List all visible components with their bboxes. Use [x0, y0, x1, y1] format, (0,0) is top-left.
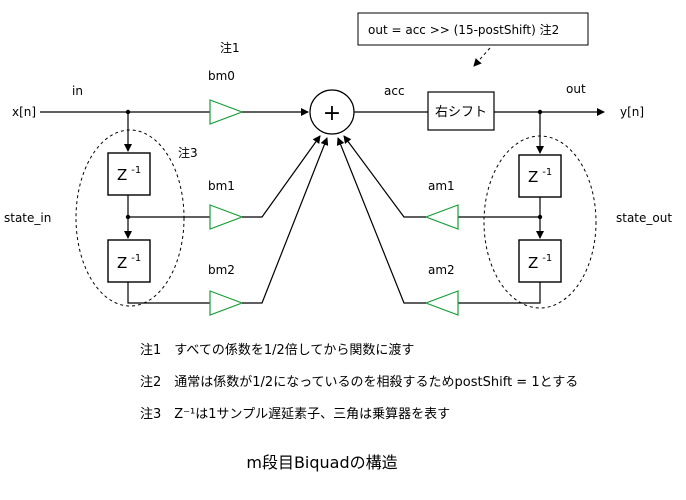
am1-to-adder — [343, 135, 426, 218]
acc-label: acc — [384, 84, 405, 98]
shift-box — [427, 91, 495, 131]
am2-label: am2 — [428, 263, 455, 277]
am1-multiplier — [424, 204, 459, 230]
am2-multiplier — [424, 290, 459, 316]
input-label-xn: x[n] — [12, 105, 36, 119]
shift-box-label: 右シフト — [435, 105, 487, 120]
state-in-group — [75, 129, 185, 307]
bm1-to-adder — [242, 135, 321, 218]
delay-left-2-label: Z-1 — [117, 253, 141, 272]
out-label: out — [566, 82, 586, 96]
bm0-label: bm0 — [208, 69, 235, 83]
note3-mark: 注3 — [178, 145, 198, 160]
output-label-yn: y[n] — [620, 105, 644, 119]
note-3: 注3 Z⁻¹は1サンプル遅延素子、三角は乗算器を表す — [140, 407, 450, 422]
note1-mark: 注1 — [220, 40, 240, 55]
bm0-multiplier — [209, 99, 244, 125]
delay-left-2 — [107, 239, 151, 283]
delay-right-1 — [518, 154, 562, 198]
am2-input-line — [458, 282, 541, 304]
bm2-multiplier — [209, 290, 244, 316]
bm1-multiplier — [209, 204, 244, 230]
delay-right-2 — [518, 239, 562, 283]
delay-left-1-label: Z-1 — [117, 165, 141, 184]
state-in-label: state_in — [4, 211, 51, 225]
diagram-caption: m段目Biquadの構造 — [246, 453, 397, 472]
state-out-label: state_out — [616, 211, 672, 225]
bm1-label: bm1 — [208, 179, 235, 193]
bm2-input-line — [127, 282, 210, 304]
am1-label: am1 — [428, 179, 455, 193]
delay-right-1-label: Z-1 — [528, 167, 552, 186]
bm2-label: bm2 — [208, 263, 235, 277]
delay-right-2-label: Z-1 — [528, 253, 552, 272]
am2-to-adder — [336, 137, 426, 304]
delay-left-1 — [107, 152, 151, 196]
adder-symbol: + — [323, 101, 341, 126]
callout-text: out = acc >> (15-postShift) 注2 — [368, 22, 559, 37]
note-1: 注1 すべての係数を1/2倍してから関数に渡す — [140, 342, 414, 358]
bm2-to-adder — [242, 137, 329, 304]
note-2: 注2 通常は係数が1/2になっているのを相殺するためpostShift = 1と… — [140, 375, 578, 390]
callout-pointer — [473, 47, 491, 67]
callout-box — [357, 12, 589, 46]
input-label-in: in — [72, 84, 83, 98]
